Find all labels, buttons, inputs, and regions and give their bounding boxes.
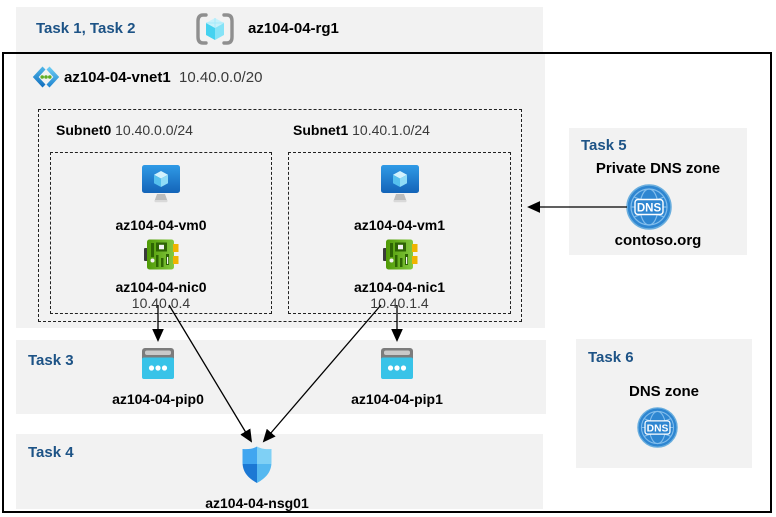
subnet1-label: Subnet1 10.40.1.0/24 <box>293 122 430 138</box>
pip1-name: az104-04-pip1 <box>351 391 443 407</box>
private-dns-icon-text: DNS <box>637 203 662 215</box>
task-6-box: Task 6 DNS zone DNS <box>576 339 752 468</box>
vm0-icon <box>140 163 182 212</box>
task-1-2-band: Task 1, Task 2 az104-04-rg1 <box>16 7 543 52</box>
nic1-name: az104-04-nic1 <box>353 279 446 295</box>
subnet0-box: az104-04-vm0 <box>50 152 272 314</box>
resource-group-name: az104-04-rg1 <box>248 20 339 37</box>
subnet0-label: Subnet0 10.40.0.0/24 <box>56 122 193 138</box>
task-6-label: Task 6 <box>588 349 634 366</box>
task-5-box: Task 5 Private DNS zone DNS contoso.org <box>569 128 747 255</box>
subnet0-cidr: 10.40.0.0/24 <box>115 122 193 138</box>
nic1-ip: 10.40.1.4 <box>370 295 429 311</box>
subnet1-box: az104-04-vm1 <box>288 152 511 314</box>
private-dns-zone-name: contoso.org <box>614 232 702 249</box>
nic0-ip: 10.40.0.4 <box>131 295 191 311</box>
private-dns-zone-title: Private DNS zone <box>595 160 721 177</box>
nsg-name: az104-04-nsg01 <box>205 495 309 511</box>
subnet0-name: Subnet0 <box>56 122 112 138</box>
nic0-name: az104-04-nic0 <box>115 279 207 295</box>
nsg-icon <box>240 445 274 489</box>
pip1-group: az104-04-pip1 <box>332 347 462 407</box>
vm1-icon <box>379 163 421 212</box>
task-3-band: Task 3 az104-04-pip0 <box>16 340 546 414</box>
resource-group-icon <box>195 12 235 51</box>
vm0-name: az104-04-vm0 <box>115 217 207 233</box>
nic1-icon <box>382 238 418 276</box>
task-4-label: Task 4 <box>28 444 74 461</box>
pip1-icon <box>380 347 414 385</box>
vnet-region: az104-04-vnet1 10.40.0.0/20 Subnet0 10.4… <box>16 54 545 328</box>
subnet1-name: Subnet1 <box>293 122 349 138</box>
task-3-label: Task 3 <box>28 352 74 369</box>
virtual-network-icon <box>32 65 60 94</box>
vnet-name: az104-04-vnet1 <box>64 69 171 86</box>
task-5-label: Task 5 <box>581 137 627 154</box>
task-1-2-label: Task 1, Task 2 <box>36 20 136 37</box>
dns-zone-icon: DNS <box>637 407 678 453</box>
dns-zone-icon-text: DNS <box>647 424 669 435</box>
pip0-icon <box>141 347 175 385</box>
resource-group-boundary <box>2 52 772 513</box>
subnets-wrapper: Subnet0 10.40.0.0/24 Subnet1 10.40.1.0/2… <box>38 109 522 322</box>
vnet-cidr: 10.40.0.0/20 <box>179 69 263 86</box>
subnet1-cidr: 10.40.1.0/24 <box>352 122 430 138</box>
nsg-group: az104-04-nsg01 <box>187 445 327 511</box>
private-dns-icon: DNS <box>626 184 672 235</box>
task-4-band: Task 4 az104-04-nsg0 <box>16 434 543 511</box>
nic0-icon <box>143 238 179 276</box>
dns-zone-title: DNS zone <box>628 383 699 400</box>
vm1-name: az104-04-vm1 <box>353 217 446 233</box>
pip0-name: az104-04-pip0 <box>112 391 204 407</box>
pip0-group: az104-04-pip0 <box>93 347 223 407</box>
